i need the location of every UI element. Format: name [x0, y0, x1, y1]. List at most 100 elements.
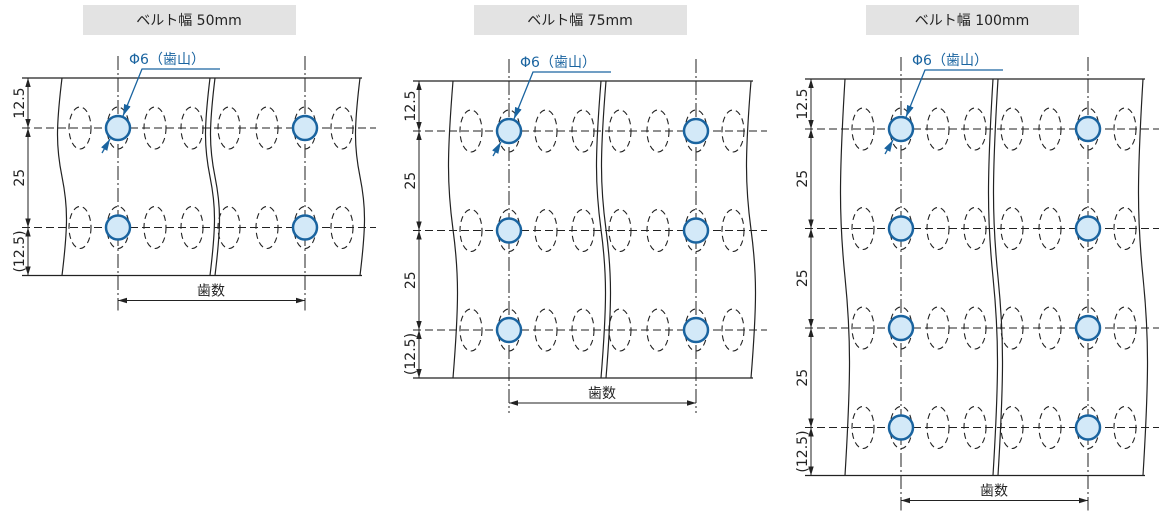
tooth-outline	[571, 308, 595, 352]
callout-leader	[122, 68, 220, 117]
tooth-outline	[1000, 306, 1024, 350]
diameter-callout: Φ6（歯山）	[129, 52, 205, 68]
tooth-outline	[1113, 107, 1137, 151]
dimension-label: 25	[795, 269, 811, 287]
tooth-outline	[68, 205, 92, 250]
dimension-label: (12.5)	[12, 230, 28, 272]
hole-circle	[104, 214, 132, 241]
hole-circle	[1074, 115, 1102, 143]
pitch-label: 歯数	[980, 484, 1008, 500]
tooth-outline	[534, 308, 558, 352]
hole-circle	[495, 316, 523, 344]
tooth-outline	[1038, 107, 1062, 151]
belt-middle-break	[595, 80, 607, 379]
belt-right-break	[1137, 78, 1149, 476]
tooth-outline	[180, 106, 204, 150]
hole-circle	[1074, 314, 1102, 342]
belt-left-break	[56, 77, 68, 276]
dimension-label: 25	[795, 170, 811, 188]
tooth-outline	[721, 208, 745, 253]
diameter-callout: Φ6（歯山）	[520, 55, 596, 71]
tooth-outline	[1113, 306, 1137, 350]
callout-leader	[905, 69, 1003, 118]
panel-title: ベルト幅 50mm	[136, 13, 242, 29]
tooth-outline	[459, 109, 483, 153]
callout-arrow	[492, 141, 502, 157]
belt-left-break	[839, 78, 851, 476]
belt-middle-break	[209, 77, 221, 276]
tooth-outline	[851, 405, 875, 450]
tooth-outline	[608, 109, 632, 153]
belt-middle-break	[987, 78, 999, 476]
pitch-label: 歯数	[197, 284, 225, 300]
tooth-outline	[926, 206, 950, 251]
belt-panel: ベルト幅 50mm 12.5 25 (12.5) Φ6（歯山） 歯数	[12, 5, 376, 311]
hole-circle	[104, 114, 132, 142]
tooth-outline	[571, 208, 595, 253]
belt-middle-break	[204, 77, 216, 276]
tooth-outline	[851, 206, 875, 251]
pitch-label: 歯数	[588, 386, 616, 402]
tooth-outline	[534, 208, 558, 253]
hole-circle	[682, 316, 710, 344]
tooth-outline	[721, 109, 745, 153]
dimension-label: 12.5	[795, 88, 811, 119]
dimension-label: 25	[403, 172, 419, 190]
tooth-outline	[963, 405, 987, 450]
tooth-outline	[646, 308, 670, 352]
hole-circle	[291, 114, 319, 142]
tooth-outline	[255, 106, 279, 150]
tooth-outline	[1113, 405, 1137, 450]
hole-circle	[291, 214, 319, 241]
tooth-outline	[851, 107, 875, 151]
tooth-outline	[963, 206, 987, 251]
dimension-label: 12.5	[12, 87, 28, 118]
belt-right-break	[354, 77, 366, 276]
tooth-outline	[143, 205, 167, 250]
tooth-outline	[1038, 206, 1062, 251]
tooth-outline	[217, 106, 241, 150]
panel-title: ベルト幅 100mm	[915, 13, 1029, 29]
tooth-outline	[963, 306, 987, 350]
hole-circle	[495, 117, 523, 145]
tooth-outline	[646, 109, 670, 153]
tooth-outline	[646, 208, 670, 253]
panel-title: ベルト幅 75mm	[527, 13, 633, 29]
dimension-label: 25	[795, 369, 811, 387]
callout-arrow	[101, 138, 111, 154]
hole-circle	[1074, 215, 1102, 242]
dimension-label: (12.5)	[403, 333, 419, 375]
tooth-outline	[217, 205, 241, 250]
hole-circle	[887, 314, 915, 342]
tooth-outline	[721, 308, 745, 352]
hole-circle	[682, 217, 710, 244]
tooth-outline	[255, 205, 279, 250]
hole-circle	[887, 414, 915, 441]
callout-arrow	[884, 139, 894, 155]
tooth-outline	[330, 106, 354, 150]
panel-title-box	[83, 5, 296, 35]
tooth-outline	[963, 107, 987, 151]
hole-circle	[1074, 414, 1102, 441]
dimension-label: 25	[12, 169, 28, 187]
panel-title-box	[866, 5, 1079, 35]
tooth-outline	[608, 208, 632, 253]
panel-title-box	[474, 5, 687, 35]
tooth-outline	[143, 106, 167, 150]
hole-circle	[887, 115, 915, 143]
belt-right-break	[745, 80, 757, 379]
hole-circle	[682, 117, 710, 145]
tooth-outline	[1113, 206, 1137, 251]
tooth-outline	[459, 208, 483, 253]
hole-circle	[495, 217, 523, 244]
tooth-outline	[1000, 206, 1024, 251]
hole-circle	[887, 215, 915, 242]
tooth-outline	[1038, 405, 1062, 450]
tooth-outline	[1000, 405, 1024, 450]
tooth-outline	[330, 205, 354, 250]
tooth-outline	[608, 308, 632, 352]
dimension-label: (12.5)	[795, 430, 811, 472]
